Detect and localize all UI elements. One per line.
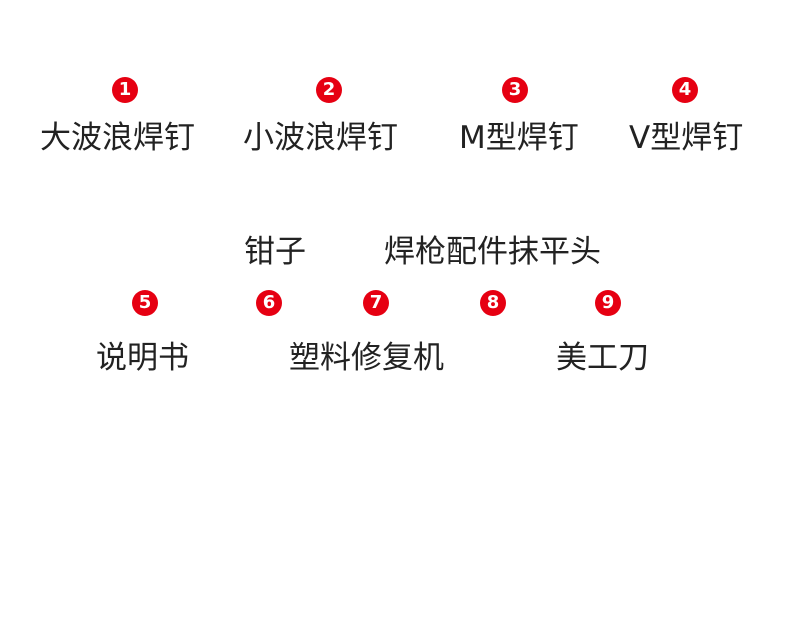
number-badge-4: 4 xyxy=(672,77,698,103)
number-badge-1: 1 xyxy=(112,77,138,103)
number-badge-9: 9 xyxy=(595,290,621,316)
label-manual: 说明书 xyxy=(96,340,189,376)
number-badge-2: 2 xyxy=(316,77,342,103)
label-torch-smoothing-head: 焊枪配件抹平头 xyxy=(384,234,601,270)
number-badge-7: 7 xyxy=(363,290,389,316)
number-badge-6: 6 xyxy=(256,290,282,316)
label-m-type-stud: M型焊钉 xyxy=(459,120,579,156)
number-badge-3: 3 xyxy=(502,77,528,103)
label-large-wave-stud: 大波浪焊钉 xyxy=(40,120,195,156)
label-pliers: 钳子 xyxy=(244,234,306,270)
number-badge-5: 5 xyxy=(132,290,158,316)
label-v-type-stud: V型焊钉 xyxy=(629,120,744,156)
label-plastic-repair-machine: 塑料修复机 xyxy=(289,340,444,376)
label-small-wave-stud: 小波浪焊钉 xyxy=(243,120,398,156)
label-utility-knife: 美工刀 xyxy=(556,340,649,376)
number-badge-8: 8 xyxy=(480,290,506,316)
